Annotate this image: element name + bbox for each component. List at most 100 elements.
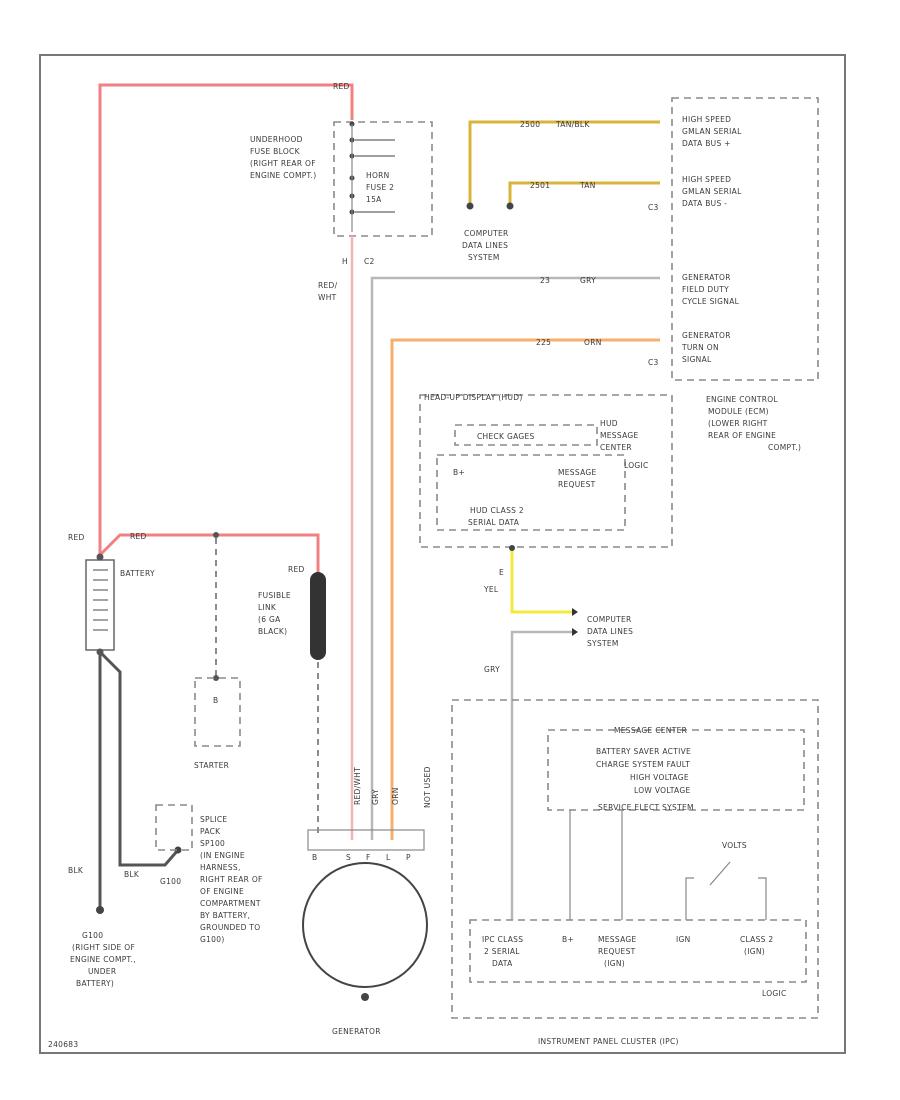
computer-data-lines-mid-label: COMPUTER DATA LINES SYSTEM <box>587 615 633 648</box>
svg-text:B: B <box>312 853 317 862</box>
svg-text:(IGN): (IGN) <box>744 947 765 956</box>
hud-class2-label: HUD CLASS 2 SERIAL DATA <box>468 506 524 527</box>
splice-pack-label: SPLICE PACK SP100 (IN ENGINE HARNESS, RI… <box>200 815 263 944</box>
red-battery-feed-wire <box>98 83 354 555</box>
starter-b-terminal: B <box>213 696 218 705</box>
ipc-label: INSTRUMENT PANEL CLUSTER (IPC) <box>538 1037 679 1046</box>
hud-bplus: B+ <box>453 468 465 477</box>
gmlan-low-color: TAN <box>579 181 596 190</box>
svg-text:L: L <box>386 853 391 862</box>
svg-text:WHT: WHT <box>318 293 337 302</box>
svg-text:SYSTEM: SYSTEM <box>468 253 500 262</box>
connector-h-label: H <box>342 257 348 266</box>
generator-icon <box>302 862 428 988</box>
message-center-box <box>547 729 805 811</box>
battery-positive-terminal <box>96 553 104 561</box>
computer-data-lines-top-label: COMPUTER DATA LINES SYSTEM <box>462 229 508 262</box>
svg-text:CHARGE SYSTEM FAULT: CHARGE SYSTEM FAULT <box>596 760 690 769</box>
svg-text:G100: G100 <box>82 931 103 940</box>
svg-text:2 SERIAL: 2 SERIAL <box>484 947 520 956</box>
message-center-items: BATTERY SAVER ACTIVE CHARGE SYSTEM FAULT… <box>596 747 693 812</box>
hud-logic-label: LOGIC <box>624 461 649 470</box>
svg-text:(LOWER RIGHT: (LOWER RIGHT <box>708 419 768 428</box>
svg-text:HIGH SPEED: HIGH SPEED <box>682 115 731 124</box>
message-center-title: MESSAGE CENTER <box>614 726 687 735</box>
starter-label: STARTER <box>194 761 229 770</box>
generator-connector <box>307 829 425 851</box>
gmlan-high-color: TAN/BLK <box>555 120 590 129</box>
orn-turn-on-wire <box>390 338 660 840</box>
svg-text:P: P <box>406 853 411 862</box>
splice-pack-point <box>174 846 182 854</box>
fuse-outputs <box>355 139 395 213</box>
svg-text:(IGN): (IGN) <box>604 959 625 968</box>
svg-text:GROUNDED TO: GROUNDED TO <box>200 923 260 932</box>
svg-text:COMPARTMENT: COMPARTMENT <box>200 899 261 908</box>
hud-box <box>419 394 673 548</box>
svg-text:(IN ENGINE: (IN ENGINE <box>200 851 245 860</box>
message-center-leads <box>569 810 623 920</box>
connector-c2-label: C2 <box>364 257 375 266</box>
svg-text:(RIGHT SIDE OF: (RIGHT SIDE OF <box>72 943 135 952</box>
svg-text:REQUEST: REQUEST <box>558 480 596 489</box>
starter-box <box>194 677 241 747</box>
hud-message-center-label: HUD MESSAGE CENTER <box>600 419 638 452</box>
svg-text:HORN: HORN <box>366 171 390 180</box>
svg-text:FUSE 2: FUSE 2 <box>366 183 394 192</box>
svg-text:BATTERY): BATTERY) <box>76 979 114 988</box>
svg-text:SP100: SP100 <box>200 839 225 848</box>
ecm-label: ENGINE CONTROL MODULE (ECM) (LOWER RIGHT… <box>706 395 801 452</box>
gmlan-low-num: 2501 <box>530 181 550 190</box>
gmlan-low-terminal <box>506 202 514 210</box>
gry-field-wire <box>370 276 660 840</box>
svg-text:DATA LINES: DATA LINES <box>462 241 508 250</box>
svg-text:SERIAL DATA: SERIAL DATA <box>468 518 520 527</box>
generator-wire-labels: RED/WHT GRY ORN NOT USED <box>353 766 432 808</box>
gry-wire-color: GRY <box>580 276 596 285</box>
orn-wire-color: ORN <box>584 338 602 347</box>
hud-logic-box <box>436 454 626 531</box>
red-wire-label-fusible: RED <box>288 565 305 574</box>
svg-text:GMLAN SERIAL: GMLAN SERIAL <box>682 127 742 136</box>
svg-text:(RIGHT REAR OF: (RIGHT REAR OF <box>250 159 316 168</box>
svg-text:UNDERHOOD: UNDERHOOD <box>250 135 303 144</box>
fusible-link-icon <box>310 572 326 660</box>
svg-text:MESSAGE: MESSAGE <box>598 935 637 944</box>
generator-label: GENERATOR <box>332 1027 381 1036</box>
blk-wire-label: BLK <box>68 866 84 875</box>
arrow-to-data-lines-2 <box>572 628 578 636</box>
svg-text:RED/: RED/ <box>318 281 338 290</box>
svg-text:REAR OF ENGINE: REAR OF ENGINE <box>708 431 776 440</box>
svg-text:DATA BUS +: DATA BUS + <box>682 139 731 148</box>
svg-text:GMLAN SERIAL: GMLAN SERIAL <box>682 187 742 196</box>
svg-text:NOT USED: NOT USED <box>423 766 432 808</box>
svg-text:ENGINE COMPT.,: ENGINE COMPT., <box>70 955 136 964</box>
svg-text:CYCLE SIGNAL: CYCLE SIGNAL <box>682 297 740 306</box>
hud-connector-pin <box>509 545 515 551</box>
svg-text:ENGINE COMPT.): ENGINE COMPT.) <box>250 171 316 180</box>
arrow-to-data-lines-1 <box>572 608 578 616</box>
generator-ground-point <box>361 993 369 1001</box>
ipc-logic-label: LOGIC <box>762 989 787 998</box>
yel-wire-label: YEL <box>483 585 499 594</box>
svg-text:BLACK): BLACK) <box>258 627 287 636</box>
svg-text:ENGINE CONTROL: ENGINE CONTROL <box>706 395 778 404</box>
g100-ground-point <box>96 906 104 914</box>
ipc-logic-box <box>469 919 807 983</box>
volts-switch-leads <box>685 877 767 920</box>
svg-text:FUSE BLOCK: FUSE BLOCK <box>250 147 301 156</box>
svg-text:RED/WHT: RED/WHT <box>353 767 362 805</box>
svg-text:HARNESS,: HARNESS, <box>200 863 241 872</box>
volts-switch-icon <box>709 861 731 886</box>
splice-dot <box>213 532 219 538</box>
svg-text:G100): G100) <box>200 935 225 944</box>
svg-text:MESSAGE: MESSAGE <box>558 468 597 477</box>
g100-label: G100 <box>160 877 181 886</box>
svg-text:FIELD DUTY: FIELD DUTY <box>682 285 729 294</box>
svg-text:(6 GA: (6 GA <box>258 615 281 624</box>
svg-text:RIGHT REAR OF: RIGHT REAR OF <box>200 875 263 884</box>
svg-text:IPC CLASS: IPC CLASS <box>482 935 523 944</box>
fusible-link-label: FUSIBLE LINK (6 GA BLACK) <box>258 591 291 636</box>
svg-text:HIGH SPEED: HIGH SPEED <box>682 175 731 184</box>
svg-text:SIGNAL: SIGNAL <box>682 355 712 364</box>
